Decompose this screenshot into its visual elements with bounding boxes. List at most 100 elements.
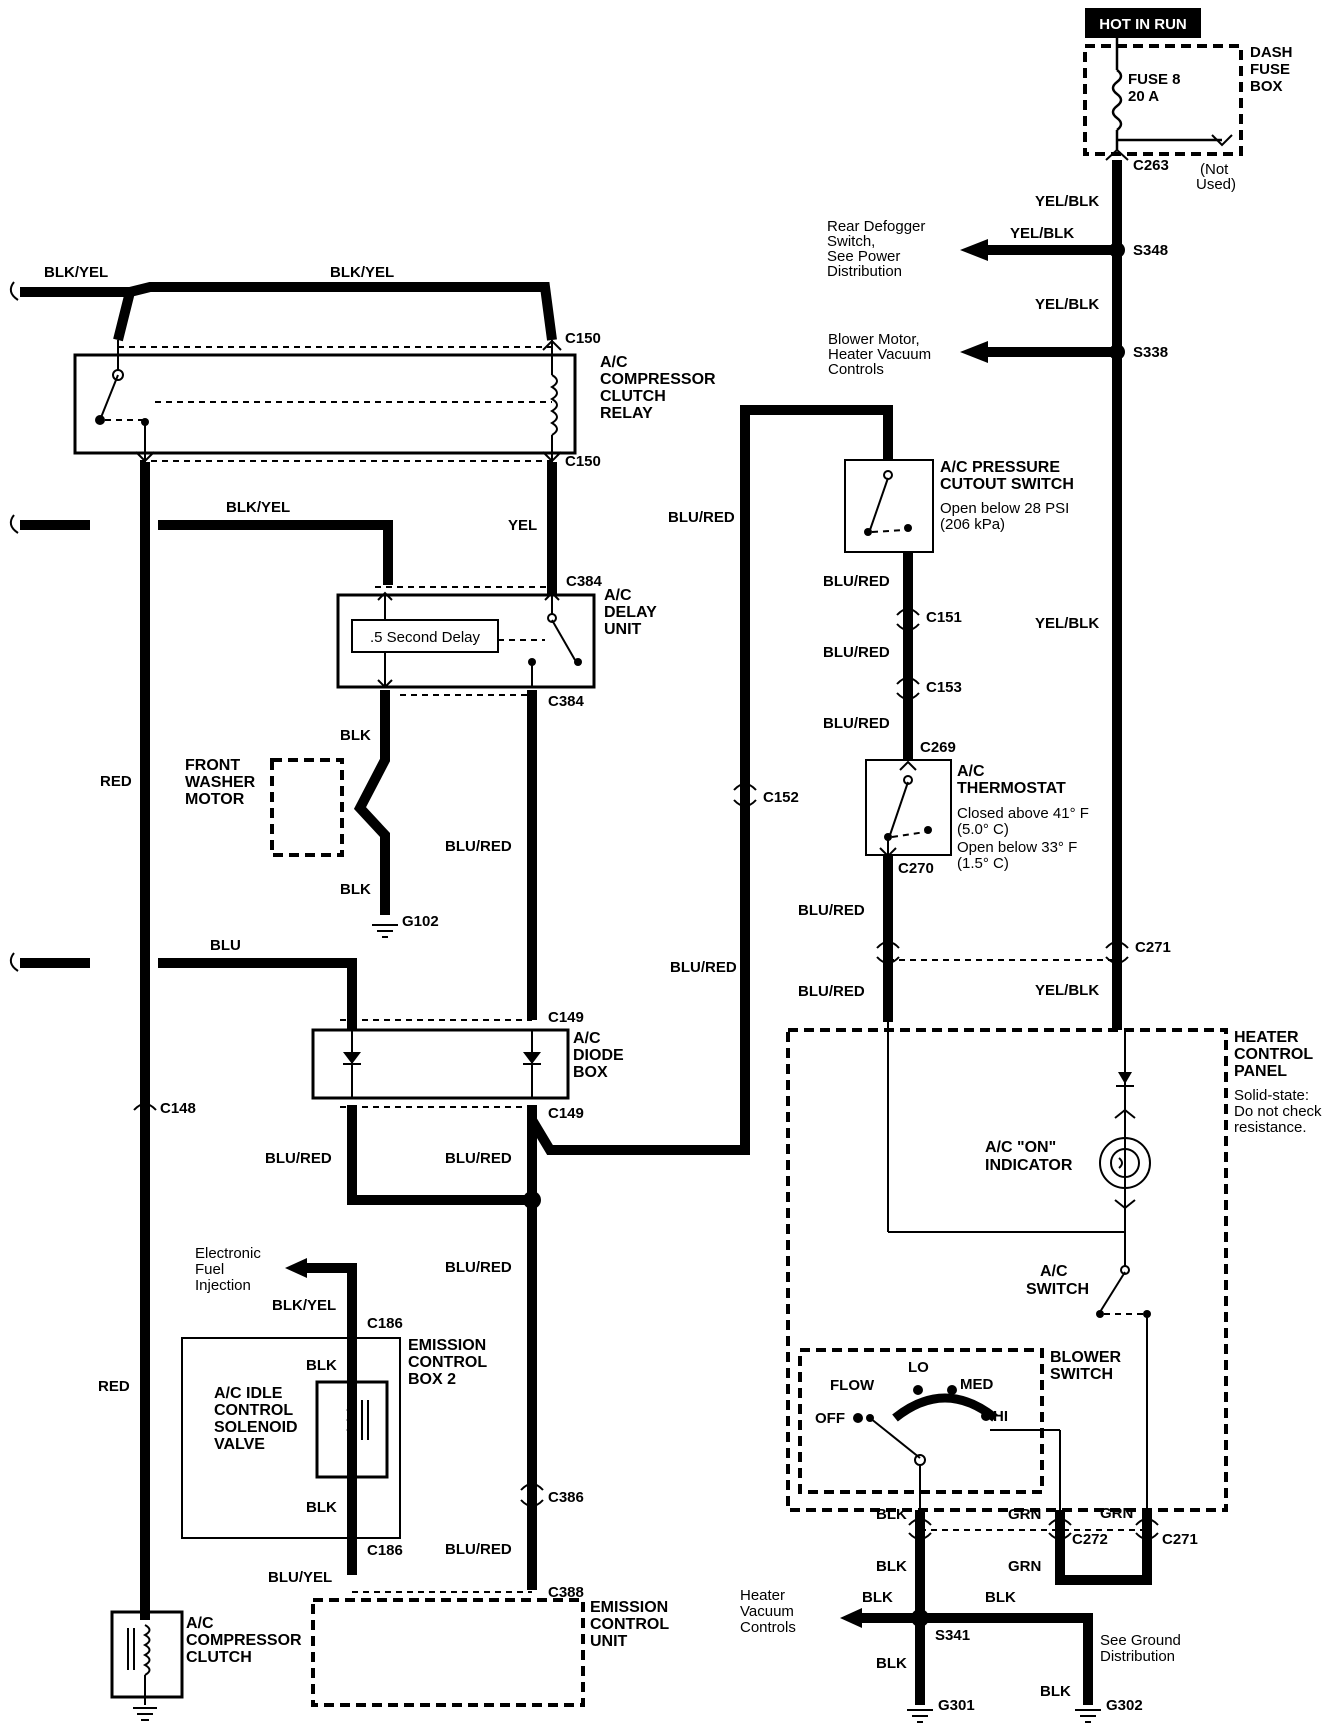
svg-text:PANEL: PANEL: [1234, 1063, 1287, 1080]
svg-text:resistance.: resistance.: [1234, 1119, 1307, 1136]
not-used-label-2: Used): [1196, 176, 1236, 193]
connector-c271-top: C271: [1135, 939, 1171, 956]
blower-pos-hi: HI: [993, 1408, 1008, 1425]
wire-label-yel-blk-5: YEL/BLK: [1035, 982, 1099, 999]
svg-text:Controls: Controls: [828, 361, 884, 378]
wire-label-blu-red-6: BLU/RED: [445, 1259, 512, 1276]
svg-text:See Power: See Power: [827, 248, 900, 265]
svg-text:CONTROL: CONTROL: [408, 1354, 487, 1371]
svg-text:Heater: Heater: [740, 1587, 785, 1604]
compressor-clutch-coil-icon: [127, 1624, 157, 1721]
svg-text:A/C: A/C: [186, 1615, 214, 1632]
ac-on-indicator-icon: [1099, 1108, 1151, 1210]
svg-text:Fuel: Fuel: [195, 1261, 224, 1278]
wire-label-blu-red-12: BLU/RED: [798, 983, 865, 1000]
clutch-relay-box: [73, 353, 577, 455]
connector-c270: C270: [898, 860, 934, 877]
blower-pos-flow: FLOW: [830, 1377, 875, 1394]
svg-text:DASH: DASH: [1250, 44, 1293, 61]
connector-c384-top: C384: [566, 573, 603, 590]
svg-text:RELAY: RELAY: [600, 405, 653, 422]
wire-label-grn-2: GRN: [1100, 1505, 1133, 1522]
connector-c269: C269: [920, 739, 956, 756]
connector-c186-bottom: C186: [367, 1542, 403, 1559]
svg-text:SWITCH: SWITCH: [1050, 1366, 1113, 1383]
svg-text:20 A: 20 A: [1128, 88, 1159, 105]
svg-text:(206 kPa): (206 kPa): [940, 516, 1005, 533]
connector-c186-top: C186: [367, 1315, 403, 1332]
emission-control-unit: [311, 1598, 585, 1707]
svg-text:Open below 33° F: Open below 33° F: [957, 839, 1077, 856]
connector-c149-top: C149: [548, 1009, 584, 1026]
indicator-label: A/C "ON" INDICATOR: [985, 1139, 1073, 1174]
svg-text:Solid-state:: Solid-state:: [1234, 1087, 1309, 1104]
svg-text:Distribution: Distribution: [827, 263, 902, 280]
splice-s338: S338: [1133, 344, 1168, 361]
wire-label-yel-blk-4: YEL/BLK: [1035, 615, 1099, 632]
wire-label-grn-1: GRN: [1008, 1506, 1041, 1523]
wire-label-blu-red-7: BLU/RED: [445, 1541, 512, 1558]
wire-label-blk-6: BLK: [876, 1558, 907, 1575]
wire-label-yel-blk-3: YEL/BLK: [1035, 296, 1099, 313]
wire-label-blu-yel: BLU/YEL: [268, 1569, 332, 1586]
svg-text:Injection: Injection: [195, 1277, 251, 1294]
delay-unit-box: [336, 593, 596, 689]
svg-text:SOLENOID: SOLENOID: [214, 1419, 298, 1436]
ground-g301-label: G301: [938, 1697, 975, 1714]
svg-text:(5.0° C): (5.0° C): [957, 821, 1009, 838]
svg-text:Blower Motor,: Blower Motor,: [828, 331, 920, 348]
wire-label-blu: BLU: [210, 937, 241, 954]
wire-label-blu-red-5: BLU/RED: [670, 959, 737, 976]
clutch-relay-coil: [155, 339, 562, 463]
efi-reference: Electronic Fuel Injection: [195, 1245, 261, 1294]
splice-s348: S348: [1133, 242, 1168, 259]
svg-text:BLOWER: BLOWER: [1050, 1349, 1122, 1366]
wire-label-blk-7: BLK: [862, 1589, 893, 1606]
svg-text:Do not check: Do not check: [1234, 1103, 1322, 1120]
splice-s341: S341: [935, 1627, 970, 1644]
wire-label-yel-blk-1: YEL/BLK: [1035, 193, 1099, 210]
thermostat-internals: [879, 760, 932, 858]
svg-text:FRONT: FRONT: [185, 757, 240, 774]
wire-label-blk-2: BLK: [340, 881, 371, 898]
ground-g302-label: G302: [1106, 1697, 1143, 1714]
svg-text:CUTOUT SWITCH: CUTOUT SWITCH: [940, 476, 1074, 493]
svg-text:UNIT: UNIT: [604, 621, 642, 638]
svg-text:THERMOSTAT: THERMOSTAT: [957, 780, 1066, 797]
svg-text:A/C: A/C: [604, 587, 632, 604]
connector-c150-top: C150: [565, 330, 601, 347]
thermostat-box: [865, 759, 952, 856]
svg-text:HOT IN RUN: HOT IN RUN: [1099, 16, 1187, 33]
thermostat-label: A/C THERMOSTAT Closed above 41° F (5.0° …: [957, 763, 1089, 872]
wire-label-blk-yel-1: BLK/YEL: [44, 264, 108, 281]
svg-text:HEATER: HEATER: [1234, 1029, 1299, 1046]
dash-fuse-box: [1083, 44, 1243, 156]
svg-text:MOTOR: MOTOR: [185, 791, 245, 808]
ground-distribution-reference: See Ground Distribution: [1100, 1632, 1181, 1665]
diode-box: [311, 1028, 570, 1100]
svg-text:COMPRESSOR: COMPRESSOR: [600, 371, 716, 388]
wire-label-yel-blk-2: YEL/BLK: [1010, 225, 1074, 242]
pressure-switch-label: A/C PRESSURE CUTOUT SWITCH Open below 28…: [940, 459, 1074, 533]
svg-text:WASHER: WASHER: [185, 774, 256, 791]
wire-label-blu-red-3: BLU/RED: [445, 1150, 512, 1167]
connector-c152: C152: [763, 789, 799, 806]
solenoid-coil-icon: [346, 1399, 369, 1441]
svg-text:See Ground: See Ground: [1100, 1632, 1181, 1649]
svg-text:A/C: A/C: [1040, 1263, 1068, 1280]
connector-c148: C148: [160, 1100, 196, 1117]
delay-unit-internals: [377, 591, 582, 689]
heater-panel-label: HEATER CONTROL PANEL Solid-state: Do not…: [1234, 1029, 1322, 1136]
heater-control-panel: [786, 1028, 1228, 1512]
emission-unit-label: EMISSION CONTROL UNIT: [590, 1599, 669, 1650]
compressor-clutch-box: [110, 1610, 184, 1699]
blower-motor-reference: Blower Motor, Heater Vacuum Controls: [828, 331, 931, 378]
svg-text:Electronic: Electronic: [195, 1245, 261, 1262]
svg-text:EMISSION: EMISSION: [408, 1337, 486, 1354]
svg-text:A/C "ON": A/C "ON": [985, 1139, 1056, 1156]
svg-text:BOX: BOX: [1250, 78, 1283, 95]
svg-text:A/C: A/C: [600, 354, 628, 371]
connector-c149-bottom: C149: [548, 1105, 584, 1122]
pressure-switch-internals: [864, 470, 912, 536]
